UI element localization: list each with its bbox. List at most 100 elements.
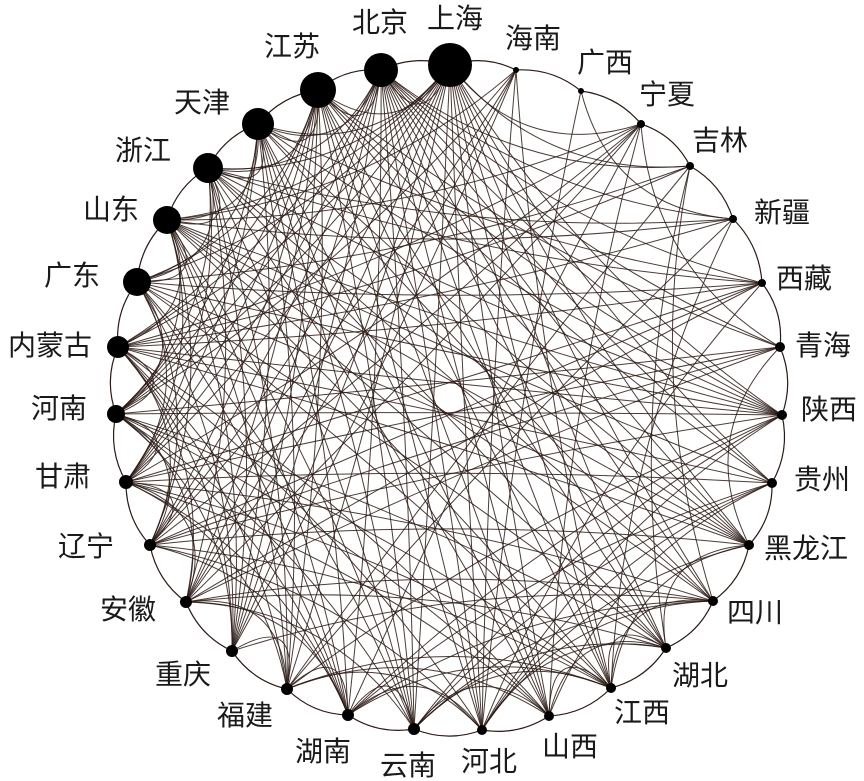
node-新疆: [729, 215, 737, 223]
edge-重庆-福建: [231, 636, 290, 690]
edge-湖北-黑龙江: [663, 544, 750, 649]
edge-北京-青海: [380, 69, 781, 348]
edge-广东-黑龙江: [136, 281, 750, 546]
edge-北京-西藏: [380, 69, 763, 284]
ring-arc: [112, 413, 127, 483]
edge-河北-海南: [481, 69, 517, 731]
node-label-山东: 山东: [83, 193, 139, 226]
ring-arc: [548, 687, 612, 717]
edge-江苏-广东: [136, 89, 319, 283]
node-label-新疆: 新疆: [754, 196, 810, 229]
edge-江西-湖北: [608, 634, 667, 689]
edge-江苏-安徽: [185, 89, 319, 603]
edge-河北-贵州: [481, 482, 773, 731]
edge-内蒙古-黑龙江: [117, 346, 750, 546]
edge-浙江-云南: [207, 167, 415, 730]
node-label-陕西: 陕西: [801, 393, 857, 426]
edge-甘肃-安徽: [125, 481, 196, 603]
edge-河北-四川: [481, 600, 714, 731]
edge-辽宁-宁夏: [149, 123, 642, 546]
edge-广东-吉林: [136, 165, 691, 283]
node-吉林: [686, 162, 694, 170]
ring-arc: [771, 414, 786, 484]
node-青海: [775, 342, 785, 352]
edge-安徽-宁夏: [185, 123, 642, 603]
node-福建: [281, 683, 293, 695]
edge-北京-山西: [380, 69, 550, 717]
edge-北京-新疆: [380, 69, 734, 220]
ring-arc: [185, 601, 233, 652]
node-label-北京: 北京: [352, 6, 408, 39]
node-label-四川: 四川: [727, 596, 783, 629]
edge-湖北-吉林: [650, 165, 691, 649]
edge-天津-陕西: [257, 123, 783, 416]
edge-云南-四川: [413, 600, 714, 730]
edge-山东-甘肃: [125, 219, 184, 483]
node-浙江: [193, 153, 223, 183]
edge-安徽-湖北: [185, 594, 667, 649]
edge-湖南-河北: [347, 685, 483, 731]
edge-山东-新疆: [166, 218, 734, 240]
edge-河南-青海: [115, 346, 781, 415]
edge-江西-黑龙江: [610, 544, 750, 689]
edge-山东-宁夏: [166, 123, 642, 221]
edge-安徽-云南: [185, 601, 415, 730]
ring-arc: [665, 600, 714, 649]
ring-arc: [231, 650, 288, 690]
node-label-黑龙江: 黑龙江: [764, 532, 848, 565]
node-label-甘肃: 甘肃: [35, 460, 91, 493]
edge-辽宁-海南: [149, 69, 517, 546]
edge-安徽-海南: [185, 69, 517, 603]
node-label-安徽: 安徽: [100, 593, 156, 626]
edge-江西-四川: [610, 599, 714, 689]
ring-arc: [640, 123, 691, 167]
edge-甘肃-宁夏: [125, 123, 642, 483]
label-layer: 上海北京江苏天津浙江山东广东内蒙古河南甘肃辽宁安徽重庆福建湖南云南河北山西江西湖…: [8, 2, 857, 781]
edge-辽宁-江西: [149, 544, 612, 689]
node-黑龙江: [744, 540, 754, 550]
edge-北京-四川: [380, 69, 714, 602]
node-天津: [242, 108, 274, 140]
edge-浙江-福建: [207, 167, 288, 690]
edge-江西-海南: [515, 69, 612, 689]
edge-山东-云南: [166, 219, 415, 730]
node-label-青海: 青海: [795, 329, 851, 362]
node-四川: [708, 596, 718, 606]
node-宁夏: [637, 120, 645, 128]
ring-arc: [413, 728, 483, 737]
edge-北京-陕西: [380, 69, 783, 416]
edge-福建-山西: [286, 667, 550, 717]
node-江苏: [300, 72, 336, 108]
edge-内蒙古-宁夏: [117, 123, 642, 348]
node-甘肃: [119, 475, 133, 489]
node-西藏: [758, 279, 766, 287]
edge-甘肃-江西: [125, 481, 612, 689]
edge-江苏-内蒙古: [117, 89, 319, 348]
edge-浙江-西藏: [207, 167, 763, 284]
edge-河北-陕西: [481, 414, 783, 731]
node-label-福建: 福建: [217, 699, 273, 732]
node-湖北: [661, 643, 671, 653]
edge-湖南-云南: [347, 685, 415, 730]
edge-安徽-湖南: [185, 601, 349, 716]
edge-北京-河北: [380, 69, 483, 731]
edge-天津-黑龙江: [257, 123, 750, 546]
node-label-湖北: 湖北: [672, 659, 728, 692]
ring-arc: [779, 346, 789, 416]
edge-辽宁-湖南: [149, 544, 349, 716]
node-label-河北: 河北: [461, 745, 517, 778]
edge-内蒙古-河北: [117, 346, 483, 731]
ring-arc: [761, 282, 782, 348]
edge-江苏-江西: [317, 89, 612, 689]
node-label-山西: 山西: [542, 730, 598, 763]
node-label-海南: 海南: [505, 22, 561, 55]
edge-福建-陕西: [286, 414, 783, 690]
edge-河南-安徽: [115, 413, 194, 603]
edge-山东-黑龙江: [166, 219, 750, 546]
edge-天津-山西: [257, 123, 550, 717]
edge-甘肃-福建: [125, 481, 288, 690]
edge-河北-黑龙江: [481, 544, 750, 731]
node-广东: [123, 268, 151, 296]
edge-内蒙古-山西: [117, 346, 550, 717]
edge-河北-广西: [481, 90, 582, 731]
